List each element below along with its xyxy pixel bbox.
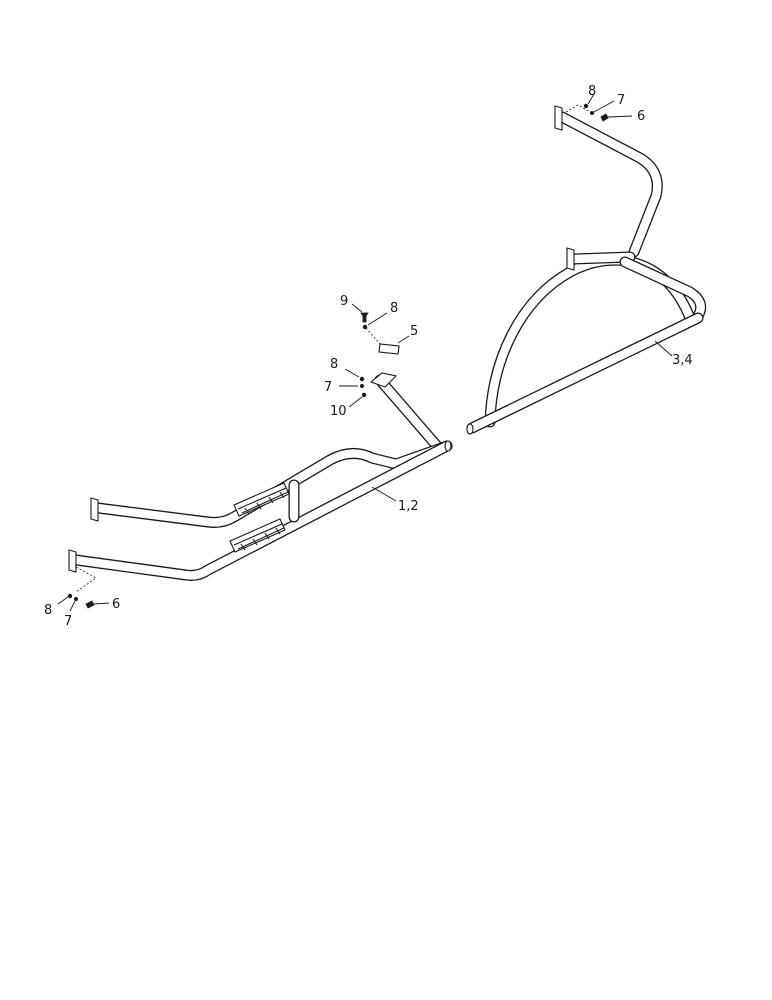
callout-lockwasher: 7 xyxy=(617,93,625,108)
screw-icon xyxy=(360,312,369,323)
lower-mount-bracket-front xyxy=(68,549,77,573)
callout-fastener: 10 xyxy=(330,404,347,419)
upper-mount-bracket-front xyxy=(90,497,99,522)
hardware-top-center: 9 8 5 xyxy=(340,294,418,345)
upper-mount-bracket xyxy=(554,105,563,131)
nut-icon xyxy=(359,376,365,382)
rear-handrail-assembly xyxy=(466,105,707,435)
clamp-plate xyxy=(378,343,400,355)
mid-mount-bracket xyxy=(566,247,575,271)
nut-icon xyxy=(362,324,368,330)
callout-lockwasher: 7 xyxy=(64,614,72,629)
bolt-icon xyxy=(85,600,95,609)
nut-icon xyxy=(583,103,589,109)
callout-bolt: 6 xyxy=(637,109,645,124)
callout-screw: 9 xyxy=(340,294,348,309)
callout-bolt: 6 xyxy=(112,597,120,612)
callout-nut: 8 xyxy=(390,301,398,316)
front-handrail-assembly xyxy=(68,343,453,581)
lower-grip-pad xyxy=(229,518,286,553)
lockwasher-icon xyxy=(74,597,79,602)
bolt-icon xyxy=(600,113,609,122)
upper-grip-pad xyxy=(233,482,290,517)
callout-rear-rail-assembly: 3,4 xyxy=(672,353,693,368)
nut-icon xyxy=(67,593,73,599)
callout-nut: 8 xyxy=(588,84,596,99)
callout-nut: 8 xyxy=(330,357,338,372)
fastener-icon xyxy=(361,392,367,398)
callout-front-rail-assembly: 1,2 xyxy=(398,499,419,514)
lockwasher-icon xyxy=(590,111,595,116)
callout-nut: 8 xyxy=(44,603,52,618)
washer-icon xyxy=(359,383,364,388)
callout-clamp-plate: 5 xyxy=(410,324,418,339)
hardware-top-right: 8 7 6 xyxy=(565,84,645,124)
support-top-plate xyxy=(369,372,398,388)
hardware-mid-center: 8 7 10 xyxy=(324,357,367,419)
hardware-bottom-left: 8 7 6 xyxy=(44,566,120,629)
callout-washer: 7 xyxy=(324,380,332,395)
